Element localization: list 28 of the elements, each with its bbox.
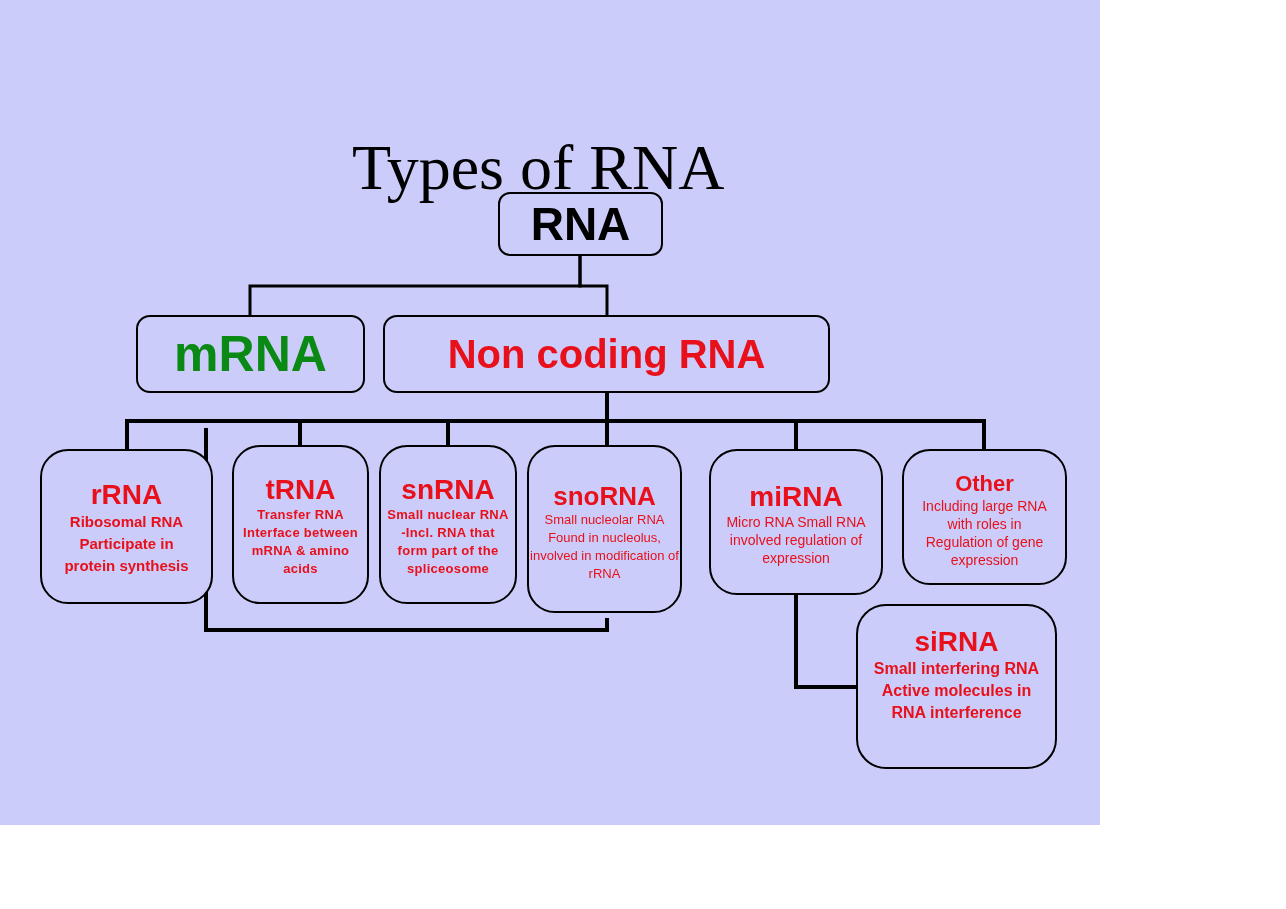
box-description: Including large RNA with roles in Regulation of gene expression: [921, 497, 1048, 569]
rounded-box: [379, 445, 517, 604]
box-title: miRNA: [749, 481, 843, 513]
rounded-box: [527, 445, 682, 613]
rounded-box: [136, 315, 365, 393]
box-description: Small nucleolar RNA Found in nucleolus, involved in modification of rRNA: [529, 511, 680, 583]
box-description: Transfer RNA Interface between mRNA & amino acids: [242, 506, 359, 578]
box-title: Other: [955, 471, 1014, 497]
box-description: Small interfering RNA Active molecules in RNA interference: [872, 659, 1041, 723]
box-title: rRNA: [90, 479, 163, 511]
rounded-box: [383, 315, 830, 393]
rounded-box: [232, 445, 369, 604]
box-title: snoRNA: [553, 481, 656, 511]
box-title: mRNA: [174, 326, 327, 382]
connector-line: [794, 595, 856, 689]
connector-line: [605, 393, 986, 449]
box-title: snRNA: [401, 474, 495, 506]
box-description: Small nuclear RNA -Incl. RNA that form part of the spliceosome: [386, 506, 510, 578]
box-title: tRNA: [265, 474, 336, 506]
rounded-box: [40, 449, 213, 604]
connector-line: [578, 256, 609, 315]
box-description: Ribosomal RNA Participate in protein synthesis: [63, 512, 190, 576]
rounded-box: [902, 449, 1067, 585]
box-title: siRNA: [914, 626, 999, 658]
box-title: Non coding RNA: [447, 331, 766, 377]
rounded-box: [856, 604, 1057, 769]
rounded-box: [709, 449, 883, 595]
box-description: Micro RNA Small RNA involved regulation of expression: [725, 513, 867, 567]
